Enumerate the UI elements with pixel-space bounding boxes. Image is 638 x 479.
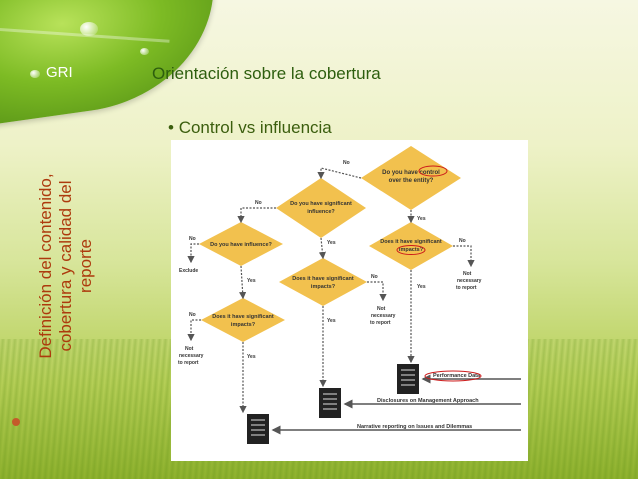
bullet-text: Control vs influencia: [178, 118, 332, 137]
arrow-sig-influence-yes: [318, 237, 326, 260]
label-yes-2: Yes: [327, 240, 336, 246]
arrow-sig-influence-no: [237, 207, 276, 224]
not-necessary-mid-2: necessary: [371, 313, 396, 319]
label-yes-5: Yes: [327, 318, 336, 324]
gri-logo: GRI: [46, 64, 73, 81]
label-no-1: No: [343, 160, 350, 166]
diamond-impacts-left: [201, 298, 285, 342]
q-impacts-mid-1: Does it have significant: [292, 276, 354, 282]
q-impacts-right-1: Does it have significant: [380, 239, 442, 245]
q-sig-influence-1: Do you have significant: [290, 201, 352, 207]
diamond-influence: [199, 222, 283, 266]
label-no-5: No: [371, 274, 378, 280]
arrow-impacts-left-no: [187, 319, 201, 342]
narrative-label: Narrative reporting on Issues and Dilemm…: [357, 424, 472, 430]
arrow-impacts-right-no: [453, 245, 475, 268]
flower-decoration: [12, 418, 20, 426]
q-control-1: Do you have control: [382, 170, 440, 176]
q-impacts-right-2: impacts?: [399, 247, 424, 253]
performance-data-highlight: [424, 370, 482, 382]
not-necessary-right-3: to report: [456, 285, 477, 291]
diamond-control: [361, 146, 461, 210]
side-label: Definición del contenido, cobertura y ca…: [8, 156, 118, 376]
q-impacts-left-2: impacts?: [231, 322, 256, 328]
flowchart: Do you have control over the entity? Do …: [171, 140, 528, 461]
label-yes-4: Yes: [417, 284, 426, 290]
document-icon-right: [397, 364, 419, 394]
q-control-2: over the entity?: [389, 178, 434, 184]
arrow-influence-yes: [239, 265, 247, 300]
not-necessary-mid-1: Not: [377, 306, 386, 312]
q-influence: Do you have influence?: [210, 242, 272, 248]
bullet-item: • Control vs influencia: [168, 118, 332, 137]
diamond-impacts-mid: [279, 258, 367, 306]
not-necessary-left-1: Not: [185, 346, 194, 352]
flowchart-svg: Do you have control over the entity? Do …: [178, 146, 521, 444]
not-necessary-left-3: to report: [178, 360, 199, 366]
q-impacts-left-1: Does it have significant: [212, 314, 274, 320]
q-impacts-mid-2: impacts?: [311, 284, 336, 290]
exclude-label: Exclude: [179, 268, 198, 274]
water-drop: [80, 22, 98, 36]
arrow-control-no: [317, 167, 362, 180]
document-icon-left: [247, 414, 269, 444]
label-no-4: No: [459, 238, 466, 244]
water-drop: [140, 48, 149, 55]
diamond-sig-influence: [276, 178, 366, 238]
label-yes-3: Yes: [247, 278, 256, 284]
not-necessary-right-2: necessary: [457, 278, 482, 284]
not-necessary-left-2: necessary: [179, 353, 204, 359]
arrow-influence-no: [187, 243, 199, 264]
label-no-6: No: [189, 312, 196, 318]
arrow-impacts-mid-no: [367, 281, 387, 302]
water-drop: [30, 70, 40, 78]
label-no-3: No: [189, 236, 196, 242]
control-highlight: [418, 165, 448, 177]
impacts-highlight: [396, 245, 426, 255]
label-no-2: No: [255, 200, 262, 206]
not-necessary-mid-3: to report: [370, 320, 391, 326]
label-yes-6: Yes: [247, 354, 256, 360]
side-text: Definición del contenido, cobertura y ca…: [36, 173, 95, 359]
label-yes-1: Yes: [417, 216, 426, 222]
slide-title: Orientación sobre la cobertura: [152, 64, 381, 83]
not-necessary-right-1: Not: [463, 271, 472, 277]
performance-data-label: Performance Data: [433, 373, 481, 379]
q-sig-influence-2: influence?: [307, 209, 335, 215]
disclosures-label: Disclosures on Management Approach: [377, 398, 479, 404]
document-icon-mid: [319, 388, 341, 418]
